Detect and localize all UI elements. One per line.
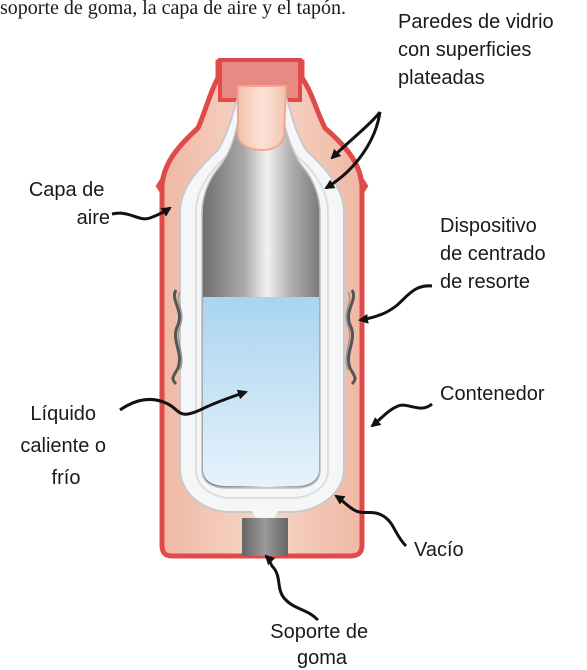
arrow-vacuum xyxy=(334,494,408,548)
stopper xyxy=(237,85,288,152)
label-container: Contenedor xyxy=(440,383,545,405)
container-ridge-right xyxy=(359,176,369,196)
spring-left-inner xyxy=(177,291,183,371)
container-ridge-left xyxy=(155,176,165,196)
label-rubber-support-line2: goma xyxy=(297,647,348,669)
label-air-layer-line1: Capa de xyxy=(29,179,105,201)
label-spring-device: Dispositivo de centrado de resorte xyxy=(440,215,551,293)
rubber-support xyxy=(242,518,288,556)
label-glass-walls-line1: Paredes de vidrio xyxy=(398,11,554,33)
arrow-air-layer xyxy=(111,206,172,221)
arrow-glass-walls-2 xyxy=(324,111,382,190)
label-glass-walls-line2: con superficies xyxy=(398,39,531,61)
label-vacuum-line1: Vacío xyxy=(414,539,464,561)
label-rubber-support-line1: Soporte de xyxy=(270,621,368,643)
liquid xyxy=(203,297,319,486)
arrow-rubber-support xyxy=(264,554,320,622)
arrow-glass-walls-1 xyxy=(330,111,382,160)
label-liquid-line1: Líquido xyxy=(30,403,96,425)
label-spring-device-line3: de resorte xyxy=(440,271,530,293)
label-rubber-support: Soporte de goma xyxy=(270,621,373,669)
arrow-container xyxy=(370,402,433,428)
label-vacuum: Vacío xyxy=(414,539,464,561)
label-air-layer: Capa de aire xyxy=(29,179,110,229)
spring-right-inner xyxy=(345,291,351,371)
label-liquid: Líquido caliente o frío xyxy=(20,403,111,489)
label-liquid-line2: caliente o xyxy=(20,435,106,457)
spring-right xyxy=(347,289,357,386)
arrow-spring-device xyxy=(358,284,433,324)
label-container-line1: Contenedor xyxy=(440,383,545,405)
label-spring-device-line1: Dispositivo xyxy=(440,215,537,237)
label-air-layer-line2: aire xyxy=(77,207,110,229)
rubber-support-neck xyxy=(250,508,280,518)
label-glass-walls: Paredes de vidrio con superficies platea… xyxy=(398,11,559,89)
callout-arrows xyxy=(111,111,433,622)
spring-left xyxy=(171,289,181,386)
label-glass-walls-line3: plateadas xyxy=(398,67,485,89)
caption-fragment: soporte de goma, la capa de aire y el ta… xyxy=(0,0,346,19)
label-spring-device-line2: de centrado xyxy=(440,243,546,265)
label-liquid-line3: frío xyxy=(52,467,81,489)
arrow-liquid xyxy=(119,389,248,416)
